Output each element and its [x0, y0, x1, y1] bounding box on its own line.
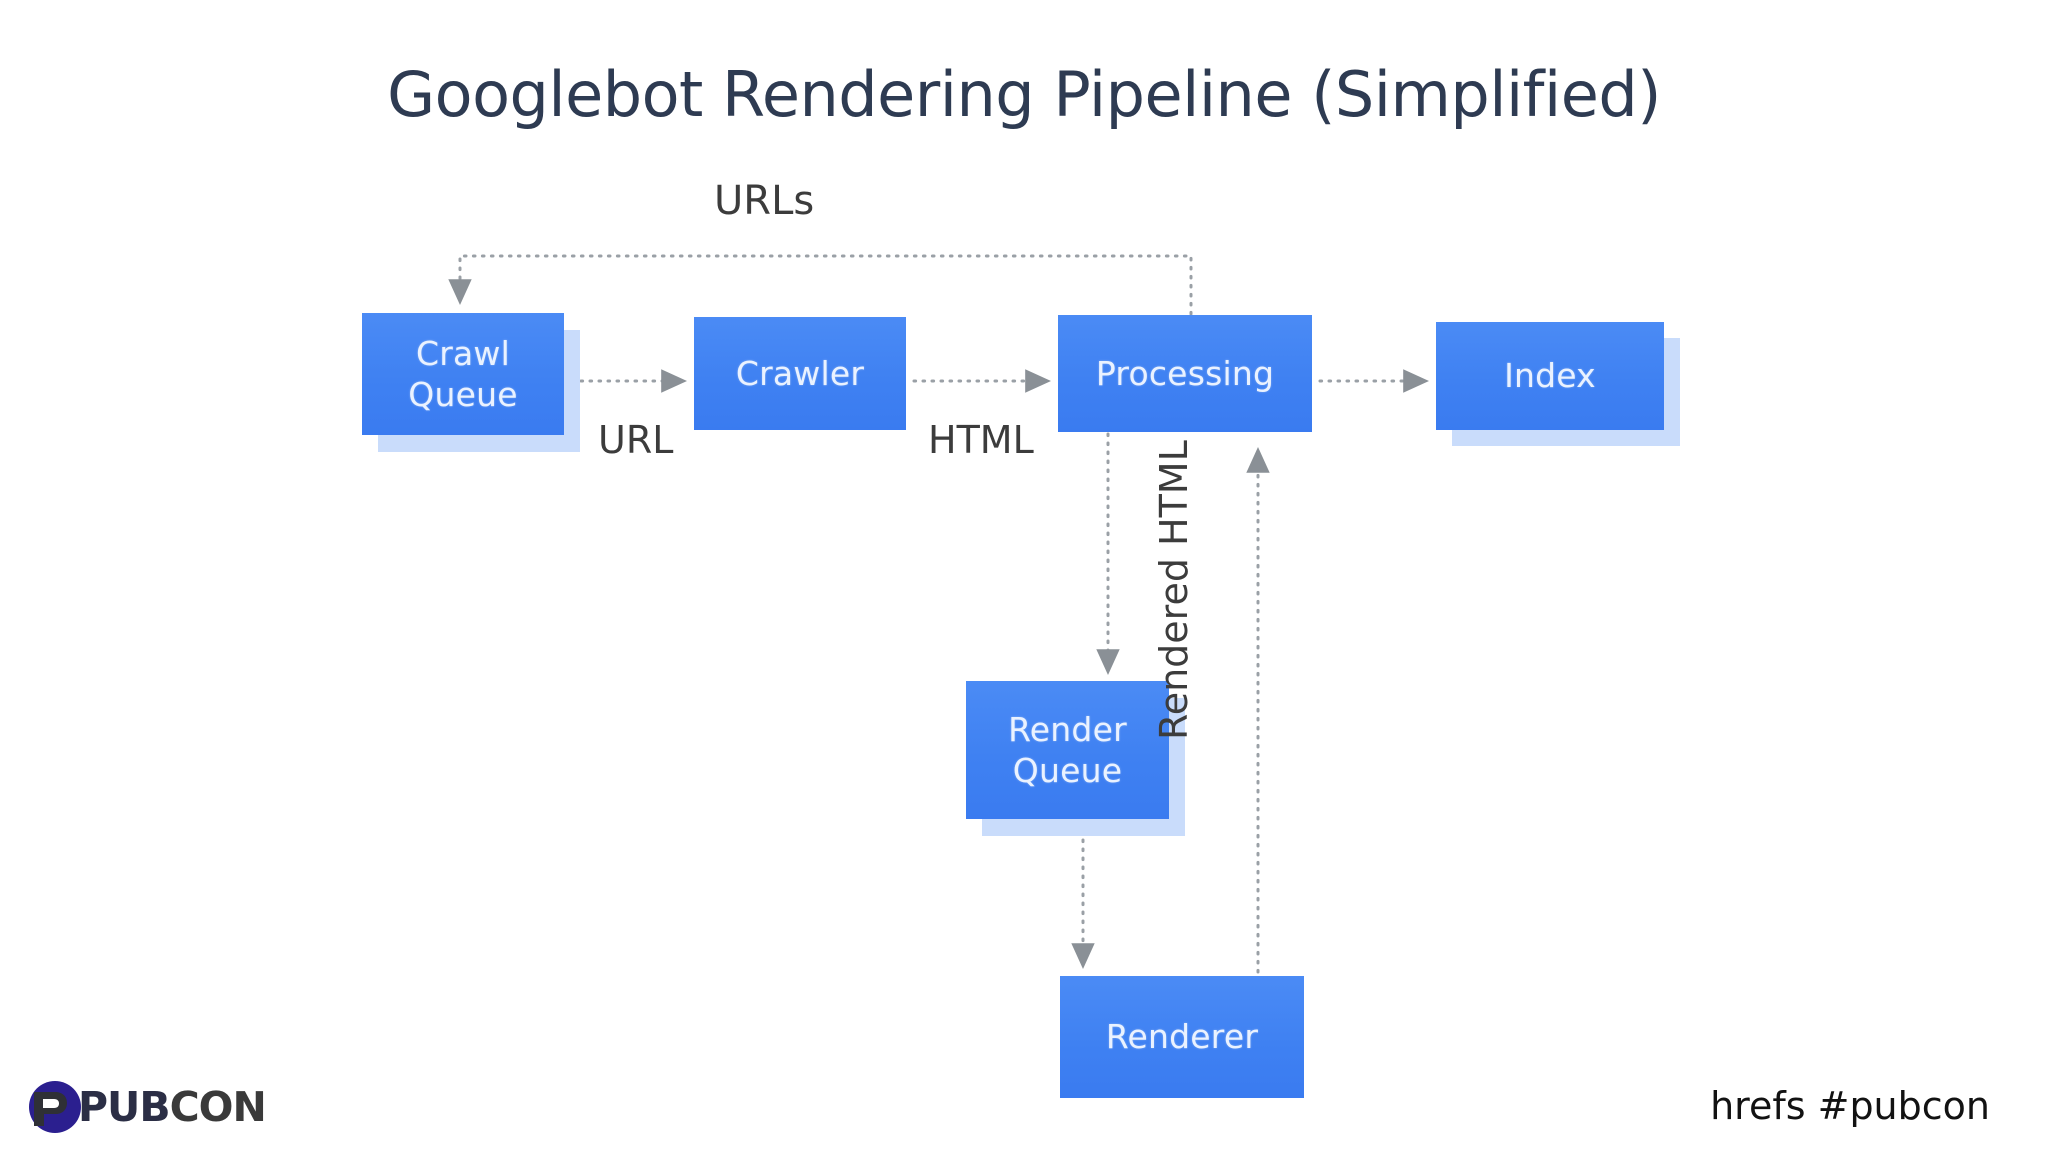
- node-crawl-queue[interactable]: Crawl Queue: [362, 313, 564, 435]
- node-render-queue[interactable]: Render Queue: [966, 681, 1169, 819]
- edge-label-urls: URLs: [714, 178, 815, 224]
- pubcon-wordmark-part1: PUB: [78, 1083, 171, 1131]
- pubcon-wordmark-part2: CON: [169, 1083, 267, 1131]
- edge-label-html: HTML: [928, 418, 1034, 462]
- node-renderer[interactable]: Renderer: [1060, 976, 1304, 1098]
- node-renderer-label: Renderer: [1105, 1017, 1259, 1057]
- node-index-label: Index: [1504, 356, 1596, 396]
- node-index[interactable]: Index: [1436, 322, 1664, 430]
- pubcon-logo: PUBCON: [28, 1079, 267, 1135]
- footer-handle: hrefs #pubcon: [1710, 1084, 1990, 1128]
- pubcon-wordmark: PUBCON: [78, 1083, 267, 1131]
- pubcon-p-monogram-icon: [28, 1080, 82, 1134]
- node-processing-label: Processing: [1095, 353, 1275, 393]
- page-title: Googlebot Rendering Pipeline (Simplified…: [387, 58, 1661, 131]
- node-render-queue-label: Render Queue: [1008, 709, 1127, 790]
- edge-label-url: URL: [598, 418, 674, 462]
- node-processing[interactable]: Processing: [1058, 315, 1312, 432]
- node-crawler-label: Crawler: [735, 353, 865, 393]
- node-crawl-queue-label: Crawl Queue: [408, 333, 518, 414]
- node-crawler[interactable]: Crawler: [694, 317, 906, 430]
- edge-label-rendered-html: Rendered HTML: [1152, 440, 1196, 740]
- edge-urls: [448, 254, 1193, 316]
